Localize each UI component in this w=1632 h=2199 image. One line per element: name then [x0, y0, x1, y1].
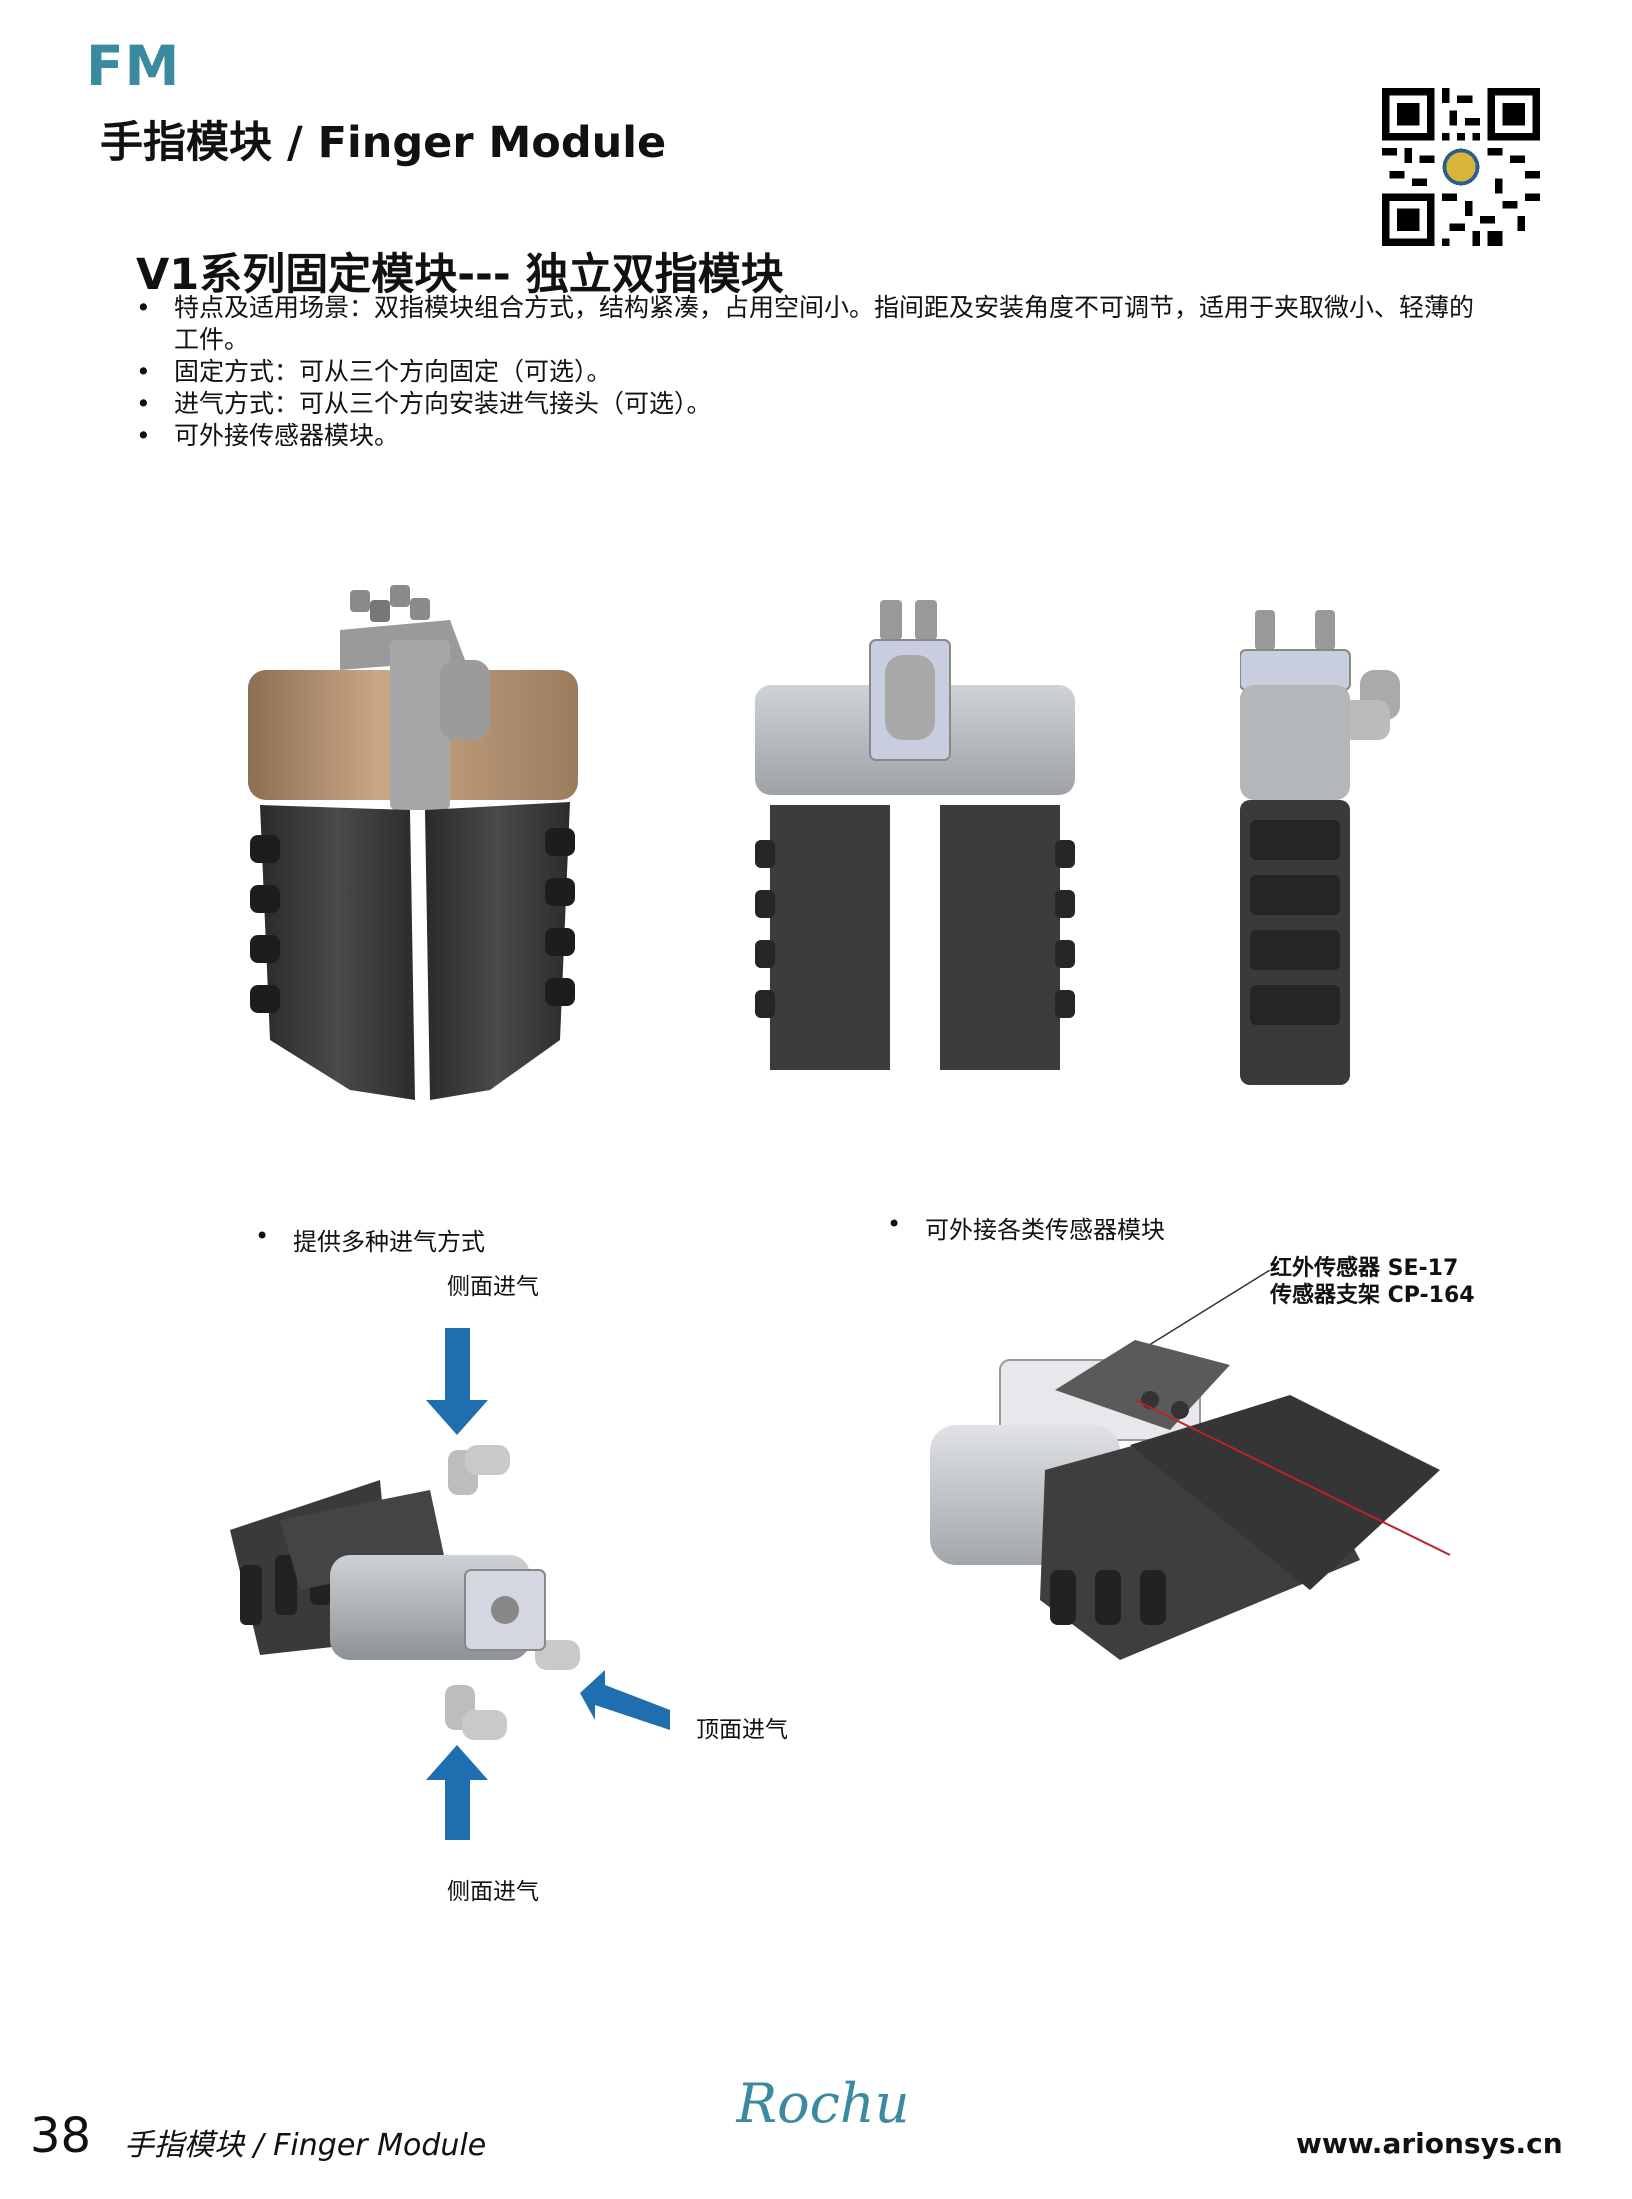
feature-bullet: 固定方式：可从三个方向固定（可选）。	[136, 356, 1496, 388]
side-inlet-label-top: 侧面进气	[447, 1274, 539, 1300]
module-code: FM	[86, 34, 181, 98]
arrow-left-icon	[580, 1670, 670, 1730]
sensor-caption: 可外接各类传感器模块	[887, 1210, 1165, 1245]
gripper-iso-view-image	[248, 585, 578, 1100]
page-number: 38	[30, 2108, 92, 2164]
gripper-side-view-image	[1240, 610, 1400, 1085]
svg-text:Rochu: Rochu	[736, 2072, 910, 2135]
feature-bullet: 特点及适用场景：双指模块组合方式，结构紧凑，占用空间小。指间距及安装角度不可调节…	[136, 292, 1496, 356]
gripper-front-view-image	[755, 600, 1075, 1070]
arrow-up-icon	[426, 1745, 488, 1840]
feature-bullet: 可外接传感器模块。	[136, 420, 1496, 452]
website-url: www.arionsys.cn	[1296, 2127, 1563, 2160]
side-inlet-label-bottom: 侧面进气	[447, 1879, 539, 1905]
top-inlet-label: 顶面进气	[696, 1717, 788, 1743]
rochu-logo-icon: Rochu	[736, 2072, 910, 2135]
sensor-annotation-line2: 传感器支架 CP-164	[1270, 1283, 1475, 1308]
feature-list: 特点及适用场景：双指模块组合方式，结构紧凑，占用空间小。指间距及安装角度不可调节…	[136, 292, 1496, 452]
laser-line	[1134, 1399, 1451, 1556]
sensor-annotation-line1: 红外传感器 SE-17	[1270, 1256, 1459, 1281]
air-inlet-caption: 提供多种进气方式	[255, 1222, 485, 1257]
footer-title: 手指模块 / Finger Module	[124, 2128, 487, 2163]
feature-bullet: 进气方式：可从三个方向安装进气接头（可选）。	[136, 388, 1496, 420]
sensor-module-image	[930, 1270, 1451, 1660]
page-title: 手指模块 / Finger Module	[100, 118, 667, 168]
air-inlet-diagram-image	[230, 1328, 670, 1840]
qr-code-icon	[1382, 88, 1540, 246]
arrow-down-icon	[426, 1328, 488, 1435]
